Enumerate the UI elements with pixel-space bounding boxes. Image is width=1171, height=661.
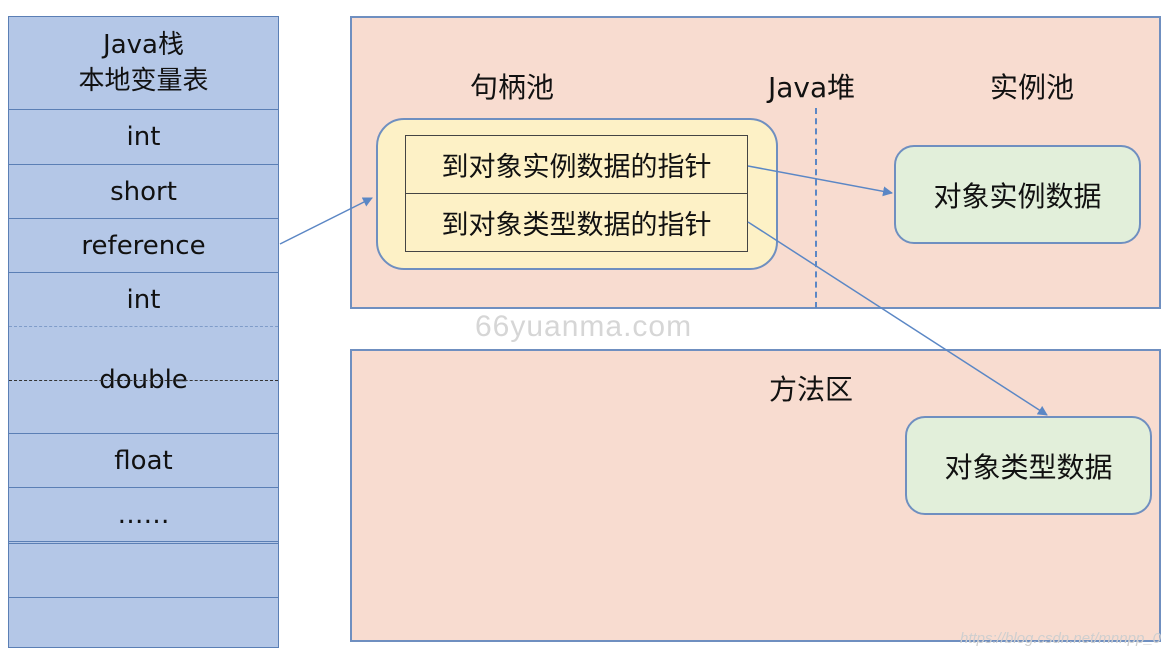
java-stack-local-variable-table: Java栈 本地变量表 int short reference int doub… xyxy=(8,16,279,648)
stack-subtitle: 本地变量表 xyxy=(78,66,209,96)
type-data-pointer: 到对象类型数据的指针 xyxy=(441,209,712,241)
instance-data-pointer: 到对象实例数据的指针 xyxy=(406,136,747,194)
method-area-label: 方法区 xyxy=(769,373,854,406)
stack-header: Java栈 本地变量表 xyxy=(9,17,278,110)
reference-to-handle-arrow xyxy=(279,197,373,245)
watermark-text: 66yuanma.com xyxy=(475,310,693,343)
java-heap-label: Java堆 xyxy=(768,71,856,104)
object-instance-data: 对象实例数据 xyxy=(894,145,1141,244)
stack-title: Java栈 xyxy=(103,30,184,60)
double-split-line xyxy=(9,380,278,381)
object-type-data: 对象类型数据 xyxy=(905,416,1152,515)
slot-short: short xyxy=(9,165,278,219)
slot-float: float xyxy=(9,434,278,488)
slot-int-2: int xyxy=(9,273,278,327)
heap-divider-line xyxy=(815,108,817,308)
handle-pointer-table: 到对象实例数据的指针 到对象类型数据的指针 xyxy=(405,135,748,252)
slot-empty-2 xyxy=(9,598,278,647)
handle-pool-label: 句柄池 xyxy=(470,71,555,104)
slot-empty-1 xyxy=(9,544,278,598)
slot-reference: reference xyxy=(9,219,278,273)
type-pointer-arrow xyxy=(747,221,1048,416)
slot-ellipsis: …… xyxy=(9,488,278,544)
instance-pointer-arrow xyxy=(747,165,893,197)
slot-int-1: int xyxy=(9,110,278,165)
credit-text: https://blog.csdn.net/mnnpp_0 xyxy=(960,630,1161,647)
instance-pool-label: 实例池 xyxy=(990,71,1075,104)
